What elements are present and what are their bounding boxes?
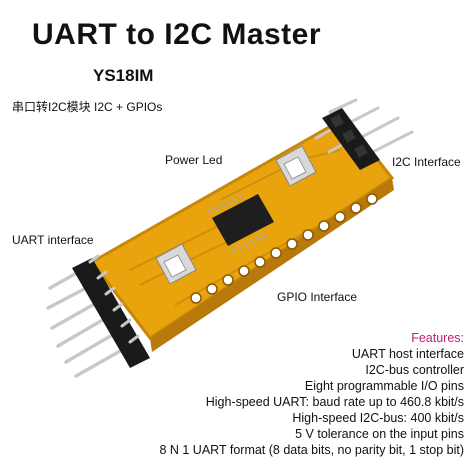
gpio-pads (190, 193, 378, 304)
controller-chip (207, 194, 274, 255)
i2c-interface-label: I2C Interface (392, 155, 461, 169)
features-heading: Features: (411, 331, 464, 345)
feature-item: UART host interface (351, 347, 464, 361)
features-list: Features: UART host interface I2C-bus co… (159, 330, 464, 458)
feature-item: High-speed UART: baud rate up to 460.8 k… (205, 395, 464, 409)
page-title: UART to I2C Master (32, 18, 322, 51)
feature-item: 5 V tolerance on the input pins (295, 427, 464, 441)
power-led-button (275, 145, 317, 187)
model-name: YS18IM (93, 66, 154, 85)
i2c-header (314, 98, 414, 170)
power-led-label: Power Led (165, 153, 223, 167)
feature-item: High-speed I2C-bus: 400 kbit/s (292, 411, 464, 425)
feature-item: I2C-bus controller (365, 363, 464, 377)
uart-header (46, 254, 150, 378)
feature-item: 8 N 1 UART format (8 data bits, no parit… (159, 443, 464, 457)
reset-button (155, 243, 197, 285)
feature-item: Eight programmable I/O pins (304, 379, 464, 393)
uart-interface-label: UART interface (12, 233, 94, 247)
subtitle: 串口转I2C模块 I2C + GPIOs (12, 100, 163, 114)
gpio-interface-label: GPIO Interface (277, 290, 358, 304)
